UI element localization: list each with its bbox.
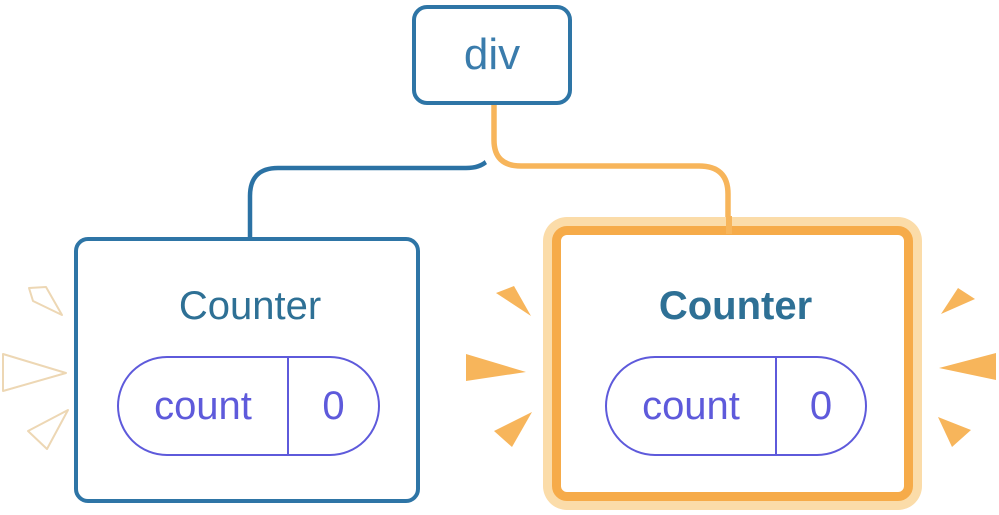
edge-core-plug	[726, 216, 732, 234]
state-value-left: 0	[322, 383, 345, 428]
counter-title-left: Counter	[178, 284, 322, 328]
state-pill-right: count 0	[605, 356, 867, 456]
state-pill-left: count 0	[117, 356, 380, 456]
spark-right-middle-icon	[939, 353, 996, 380]
spark-mid-top-icon	[496, 286, 531, 316]
counter-title-right: Counter	[658, 284, 813, 328]
edge-to-right-counter	[491, 101, 731, 230]
state-value-right: 0	[809, 383, 833, 428]
spark-left-top-icon	[28, 286, 63, 316]
spark-left-middle-icon	[2, 353, 67, 392]
state-key-right: count	[607, 358, 777, 454]
state-key-left: count	[119, 358, 289, 454]
spark-right-bottom-icon	[938, 417, 971, 447]
spark-mid-middle-icon	[466, 354, 526, 381]
edge-to-left-counter	[247, 101, 497, 240]
spark-right-top-icon	[941, 288, 975, 314]
spark-left-bottom-icon	[27, 409, 69, 450]
edge-to-right-counter-casing	[480, 101, 742, 216]
root-node-label: div	[463, 30, 521, 79]
root-node-div: div	[412, 5, 572, 105]
spark-mid-bottom-icon	[494, 412, 532, 447]
